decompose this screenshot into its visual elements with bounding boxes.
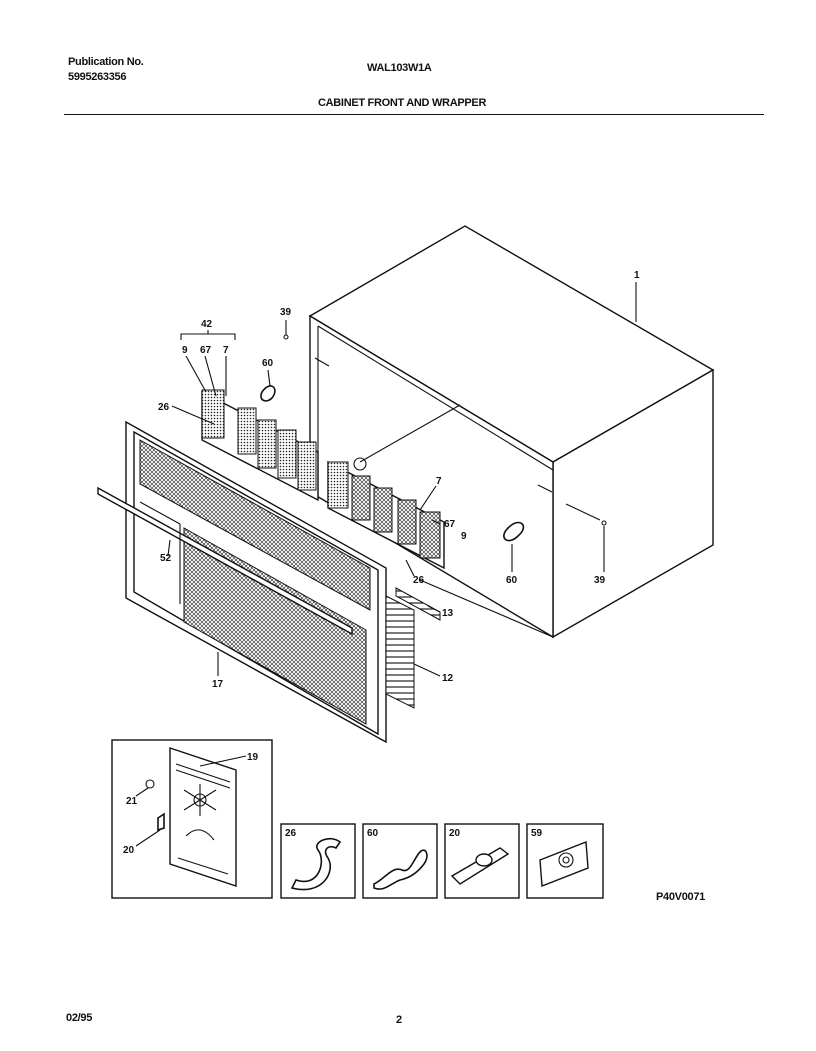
callout-7-left: 7 xyxy=(223,345,229,356)
callout-9-right: 9 xyxy=(461,531,467,542)
publication-number: 5995263356 xyxy=(68,71,127,83)
callout-20: 20 xyxy=(123,845,135,856)
callout-7-right: 7 xyxy=(436,476,442,487)
hardware-clips xyxy=(260,320,607,572)
callout-13: 13 xyxy=(442,608,454,619)
cabinet-wrapper xyxy=(308,225,715,639)
callout-9-left: 9 xyxy=(182,345,188,356)
inset-label-26: 26 xyxy=(285,828,297,839)
inset-label-20: 20 xyxy=(449,828,461,839)
model-number: WAL103W1A xyxy=(367,62,432,74)
section-title: CABINET FRONT AND WRAPPER xyxy=(318,97,487,109)
callout-52: 52 xyxy=(160,553,172,564)
publication-label: Publication No. xyxy=(68,56,144,68)
footer-date: 02/95 xyxy=(66,1012,93,1024)
front-panel xyxy=(97,420,387,744)
callout-17: 17 xyxy=(212,679,224,690)
inset-59 xyxy=(526,823,604,899)
callout-39-top: 39 xyxy=(280,307,292,318)
callout-67-right: 67 xyxy=(444,519,456,530)
callout-21: 21 xyxy=(126,796,138,807)
header-rule xyxy=(64,114,764,115)
callout-60-right: 60 xyxy=(506,575,518,586)
callout-19: 19 xyxy=(247,752,259,763)
page-number: 2 xyxy=(396,1014,402,1026)
inset-26 xyxy=(280,823,356,899)
air-filter xyxy=(385,587,441,709)
right-louver-assembly xyxy=(327,457,445,570)
callout-26-right: 26 xyxy=(413,575,425,586)
callout-39-right: 39 xyxy=(594,575,606,586)
control-panel-inset xyxy=(111,739,273,899)
callout-26-left: 26 xyxy=(158,402,170,413)
inset-label-60: 60 xyxy=(367,828,379,839)
inset-60 xyxy=(362,823,438,899)
callout-1: 1 xyxy=(634,270,640,281)
figure-code: P40V0071 xyxy=(656,891,705,903)
callout-60-left: 60 xyxy=(262,358,274,369)
leader-lines xyxy=(167,282,637,677)
callout-12: 12 xyxy=(442,673,454,684)
callout-42: 42 xyxy=(201,319,213,330)
callout-67-left: 67 xyxy=(200,345,212,356)
inset-20 xyxy=(444,823,520,899)
inset-label-59: 59 xyxy=(531,828,543,839)
left-louver-assembly xyxy=(201,389,319,502)
